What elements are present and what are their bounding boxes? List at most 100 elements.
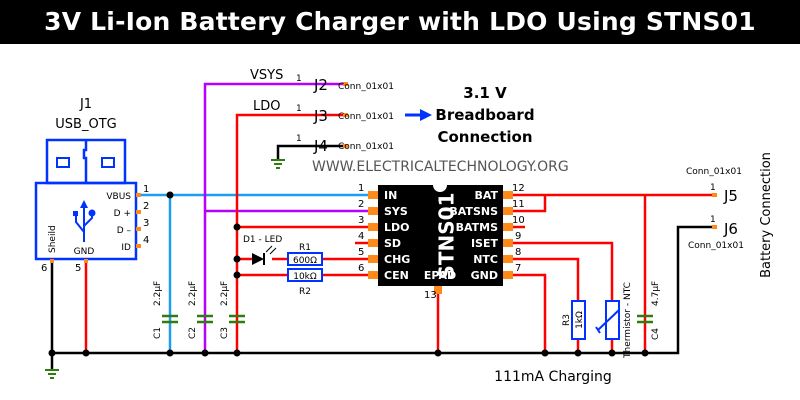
ic-pin-in: IN [384, 189, 397, 202]
capacitor-c4: 4.7µF C4 [637, 281, 661, 340]
j6-ref: J6 [723, 220, 738, 238]
ic-pin-ntc: NTC [473, 253, 498, 266]
resistor-r1: R1 600Ω [287, 243, 323, 266]
battery-connection-label: Battery Connection [759, 152, 774, 278]
thermistor-icon [595, 309, 620, 334]
led-d1: D1 - LED [243, 235, 282, 265]
pin-num: 1 [710, 183, 716, 193]
pin-num: 2 [358, 199, 364, 210]
pin-num: 1 [296, 74, 302, 84]
ic-pin-epad: EPAD [424, 269, 456, 282]
r2-value: 10kΩ [293, 272, 317, 282]
r2-ref: R2 [299, 287, 311, 297]
c1-value: 2.2µF [153, 281, 163, 306]
r1-ref: R1 [299, 243, 311, 253]
pin-num: 1 [143, 184, 149, 195]
pin-num: 6 [358, 263, 364, 274]
thermistor-ntc: Thermistor - NTC [595, 282, 633, 359]
j2-ref: J2 [313, 76, 328, 94]
j5-type: Conn_01x01 [686, 167, 742, 177]
j6-type: Conn_01x01 [688, 241, 744, 251]
pin-num: 5 [358, 247, 364, 258]
pin-num: 6 [41, 263, 47, 274]
pin-num: 4 [358, 231, 364, 242]
j1-ref: J1 [79, 97, 92, 112]
wire-vsys [203, 82, 368, 353]
pin-num: 8 [515, 247, 521, 258]
ic-pin-bat: BAT [474, 189, 498, 202]
c2-value: 2.2µF [188, 281, 198, 306]
junctions [48, 191, 649, 357]
j5-ref: J5 [723, 187, 738, 205]
connector-j2: VSYS 1 J2 Conn_01x01 [250, 68, 394, 94]
j4-type: Conn_01x01 [338, 142, 394, 152]
ic-pin-sd: SD [384, 237, 401, 250]
pin-num: 1 [358, 183, 364, 194]
ic-pin-ldo: LDO [384, 221, 410, 234]
r3-ref: R3 [562, 314, 572, 326]
connector-j5: Conn_01x01 1 J5 [686, 167, 742, 205]
annotation-line1: Breadboard [435, 106, 534, 124]
net-label-ldo: LDO [253, 99, 281, 114]
pin-num: 1 [296, 104, 302, 114]
capacitor-c1: 2.2µF C1 [153, 281, 178, 339]
usb-connector-j1: J1 USB_OTG VBUS D + D – ID GND Sheild 1 … [34, 97, 149, 274]
c2-ref: C2 [188, 327, 198, 339]
usb-icon [73, 200, 96, 242]
net-label-vsys: VSYS [250, 68, 283, 83]
wire-ic-gnd [512, 273, 547, 353]
j2-type: Conn_01x01 [338, 82, 394, 92]
led-ref: D1 - LED [243, 235, 282, 245]
j3-type: Conn_01x01 [338, 112, 394, 122]
pin-num: 5 [75, 263, 81, 274]
pin-num: 12 [512, 183, 525, 194]
j3-ref: J3 [313, 107, 328, 125]
led-icon [252, 253, 264, 265]
j1-name: USB_OTG [55, 117, 116, 132]
watermark: WWW.ELECTRICALTECHNOLOGY.ORG [312, 159, 569, 175]
pin-name-vbus: VBUS [106, 192, 131, 202]
pin-num: 1 [296, 134, 302, 144]
ic-pin-gnd: GND [471, 269, 498, 282]
annotation-line2: Connection [437, 128, 532, 146]
wire-j4 [276, 144, 345, 160]
ic-pin-batms: BATMS [456, 221, 498, 234]
pin-num: 2 [143, 201, 149, 212]
ground-bus [52, 225, 712, 355]
wire-bat [512, 193, 712, 353]
diagram-title: 3V Li-Ion Battery Charger with LDO Using… [0, 0, 800, 44]
c3-value: 2.2µF [220, 281, 230, 306]
pin-num: 3 [358, 215, 364, 226]
connector-j4: 1 J4 Conn_01x01 [296, 134, 394, 155]
thermistor-ref: Thermistor - NTC [623, 282, 633, 359]
pin-name-shield: Sheild [48, 225, 58, 253]
ground-symbol-main [45, 369, 59, 379]
annotation-voltage: 3.1 V [463, 84, 507, 102]
charging-note: 111mA Charging [494, 369, 612, 385]
connector-j3: LDO 1 J3 Conn_01x01 [253, 99, 394, 125]
pin-num: 4 [143, 235, 149, 246]
j4-ref: J4 [313, 137, 328, 155]
ic-pin-sys: SYS [384, 205, 408, 218]
ic-pin-batsns: BATSNS [449, 205, 498, 218]
pin-name-id: ID [121, 243, 131, 253]
pin-num: 3 [143, 218, 149, 229]
c4-value: 4.7µF [651, 281, 661, 306]
r3-value: 1kΩ [575, 311, 585, 329]
capacitor-c2: 2.2µF C2 [188, 281, 213, 339]
pin-num: 9 [515, 231, 521, 242]
c4-ref: C4 [651, 328, 661, 340]
resistor-r2: 10kΩ R2 [287, 268, 323, 297]
ic-name: STNS01 [435, 192, 459, 279]
ground-symbol-j4 [271, 159, 285, 169]
c1-ref: C1 [153, 327, 163, 339]
resistor-r3: 1kΩ R3 [562, 300, 586, 340]
pin-num: 1 [710, 215, 716, 225]
pin-name-dminus: D – [117, 226, 132, 236]
ic-pin-cen: CEN [384, 269, 409, 282]
pin-num: 10 [512, 215, 525, 226]
pin-num: 11 [512, 199, 525, 210]
ic-stns01: STNS01 IN SYS LDO SD CHG CEN BAT BATSNS … [358, 178, 525, 301]
ic-pin-iset: ISET [471, 237, 499, 250]
